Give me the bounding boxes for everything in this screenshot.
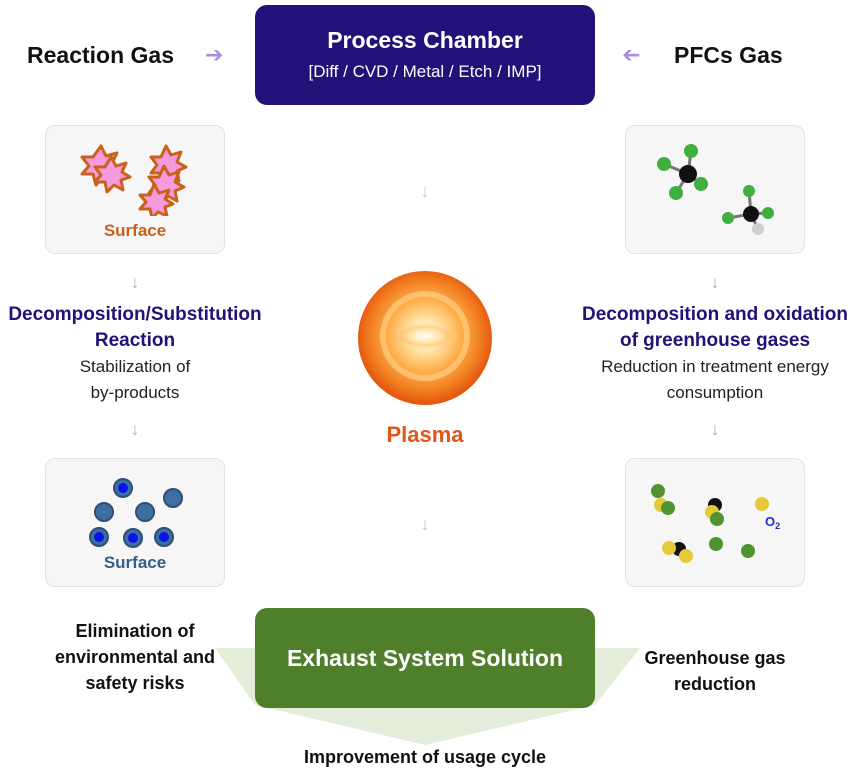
elimination-risks-text: Elimination of environmental and safety … bbox=[30, 618, 240, 696]
title-line: of greenhouse gases bbox=[619, 330, 811, 351]
text-line: Elimination of bbox=[75, 621, 195, 641]
plasma-label: Plasma bbox=[386, 422, 464, 447]
reaction-gas-title: Reaction Gas bbox=[27, 42, 174, 68]
process-chamber-subtitle: [Diff / CVD / Metal / Etch / IMP] bbox=[308, 62, 542, 81]
title-line: Reaction bbox=[94, 330, 176, 351]
energy-reduction-text: Reduction in treatment energy consumptio… bbox=[575, 354, 850, 406]
arrow-left-icon: ➔ bbox=[622, 42, 641, 67]
surface-label-blue: Surface bbox=[103, 553, 167, 572]
exhaust-system-solution-box: Exhaust System Solution bbox=[255, 608, 595, 708]
pfcs-gas-title: PFCs Gas bbox=[674, 42, 783, 68]
decomposition-substitution-title: Decomposition/Substitution Reaction bbox=[0, 302, 270, 354]
arrow-down-icon: ↓ bbox=[420, 514, 430, 534]
arrow-down-icon: ↓ bbox=[710, 272, 720, 292]
surface-label-orange: Surface bbox=[103, 221, 167, 240]
o2-label: O2 bbox=[765, 514, 780, 531]
arrow-down-icon: ↓ bbox=[710, 419, 720, 439]
oxidized-molecules-card: O2 bbox=[625, 458, 805, 587]
arrow-down-icon: ↓ bbox=[130, 272, 140, 292]
process-chamber-box: Process Chamber [Diff / CVD / Metal / Et… bbox=[255, 5, 595, 105]
greenhouse-reduction-text: Greenhouse gas reduction bbox=[610, 645, 820, 697]
title-line: Decomposition/Substitution bbox=[8, 304, 262, 325]
text-line: environmental and bbox=[54, 647, 216, 667]
pfc-molecules-card bbox=[625, 125, 805, 254]
text-line: consumption bbox=[666, 383, 764, 402]
text-line: Stabilization of bbox=[79, 357, 191, 376]
process-chamber-title: Process Chamber bbox=[327, 27, 523, 53]
text-line: safety risks bbox=[85, 673, 185, 693]
o2-label-subscript: 2 bbox=[775, 521, 780, 531]
plasma-sphere-icon bbox=[358, 271, 492, 405]
oxidation-molecules-icon: O2 bbox=[651, 484, 780, 563]
blue-particles-icon bbox=[89, 478, 183, 548]
surface-card-stabilized: Surface bbox=[45, 458, 225, 587]
surface-card-reaction: Surface bbox=[45, 125, 225, 254]
o2-label-letter: O bbox=[765, 514, 775, 529]
title-line: Decomposition and oxidation bbox=[581, 304, 848, 325]
text-line: reduction bbox=[673, 674, 756, 694]
star-particles-icon bbox=[80, 144, 188, 216]
usage-cycle-text: Improvement of usage cycle bbox=[303, 747, 547, 767]
stabilization-text: Stabilization of by-products bbox=[0, 354, 270, 406]
text-line: Reduction in treatment energy bbox=[601, 357, 829, 376]
pfc-molecule-icon bbox=[657, 144, 774, 235]
text-line: by-products bbox=[90, 383, 180, 402]
decomposition-oxidation-title: Decomposition and oxidation of greenhous… bbox=[575, 302, 850, 354]
text-line: Greenhouse gas bbox=[644, 648, 786, 668]
arrow-down-icon: ↓ bbox=[130, 419, 140, 439]
arrow-right-icon: ➔ bbox=[205, 42, 224, 67]
arrow-down-icon: ↓ bbox=[420, 181, 430, 201]
